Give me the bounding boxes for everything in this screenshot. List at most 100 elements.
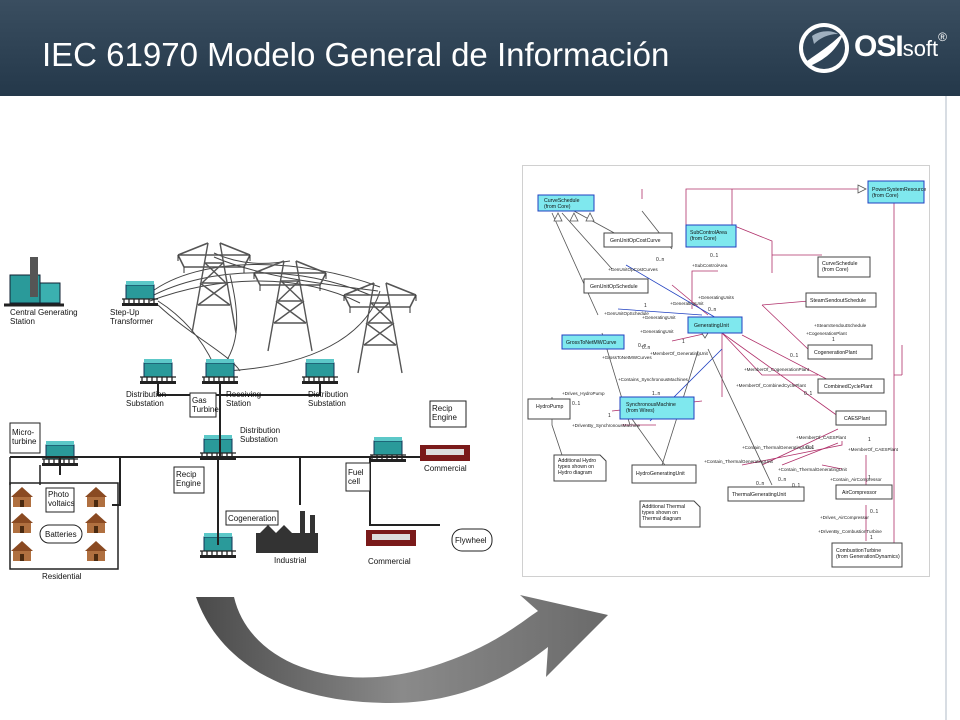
- mult-2: 0..n: [656, 257, 665, 263]
- header-bar: IEC 61970 Modelo General de Información …: [0, 0, 960, 96]
- role-gen-unit-op-schedule: +GenUnitOpSchedule: [604, 311, 649, 316]
- role-steam-sendout-schedule: +SteamSendoutSchedule: [814, 323, 867, 328]
- mult-13: 1: [868, 437, 871, 443]
- role-sub-control-area: +SubControlArea: [692, 263, 728, 268]
- mult-14: 0..n: [756, 481, 765, 487]
- commercial-building-bottom-icon: [366, 530, 416, 546]
- role-contain-thermal-a: +Contain_ThermalGeneratingUnits: [742, 445, 814, 450]
- role-cogeneration-plant: +CogenerationPlant: [806, 331, 847, 336]
- page-title: IEC 61970 Modelo General de Información: [42, 36, 670, 73]
- label-batteries: Batteries: [45, 530, 77, 539]
- class-gross-to-net: GrossToNetMWCurve: [566, 340, 617, 346]
- role-member-of-cogeneration: +MemberOf_CogenerationPlant: [744, 367, 810, 372]
- commercial-building-icon: [420, 445, 470, 461]
- industrial-plant-icon: [256, 511, 318, 553]
- role-generating-unit-c: +GeneratingUnit: [640, 329, 674, 334]
- role-driven-by-ct: +DrivenBy_CombustionTurbine: [818, 529, 882, 534]
- mult-1: 0..1: [710, 253, 719, 259]
- class-steam-sendout: SteamSendoutSchedule: [810, 298, 866, 304]
- mult-5: 0..n: [638, 343, 647, 349]
- class-caes-plant: CAESPlant: [844, 416, 871, 422]
- role-contain-thermal-c: +Contain_ThermalGeneratingUnit: [778, 467, 848, 472]
- mult-19: 0..n: [778, 477, 787, 483]
- osisoft-logo: OSIsoft®: [798, 18, 948, 78]
- mult-9: 0..1: [572, 401, 581, 407]
- class-hydro-gen: HydroGeneratingUnit: [636, 471, 685, 477]
- mult-6: 1: [682, 339, 685, 345]
- class-combustion-turbine: CombustionTurbine(from GenerationDynamic…: [836, 548, 900, 560]
- label-micro-turbine: Micro-turbine: [12, 428, 37, 446]
- role-gen-unit-op-cost-curves: +GenUnitOpCostCurves: [608, 267, 658, 272]
- role-drives-hydro-pump: +Drives_HydroPump: [562, 391, 605, 396]
- label-industrial: Industrial: [274, 556, 307, 565]
- class-gen-unit-op-cost-curve: GenUnitOpCostCurve: [610, 238, 661, 244]
- class-curve-schedule-core: CurveSchedule(from Core): [822, 261, 858, 273]
- role-driven-by-sync: +DrivenBy_SynchronousMachine: [572, 423, 640, 428]
- role-member-of-caes-b: +MemberOf_CAESPlant: [848, 447, 899, 452]
- mult-3: 0..n: [708, 307, 717, 313]
- label-commercial-top: Commercial: [424, 464, 467, 473]
- mult-8: 1..n: [652, 391, 661, 397]
- role-contain-air: +Contain_AirCompressor: [830, 477, 882, 482]
- class-sub-control-area: SubControlArea(from Core): [690, 230, 727, 242]
- osisoft-wordmark: OSIsoft®: [854, 30, 947, 63]
- curved-arrow-icon: [196, 595, 608, 703]
- mult-10: 1: [608, 413, 611, 419]
- uml-class-diagram: CurveSchedule(from Core) PowerSystemReso…: [522, 165, 930, 577]
- class-hydro-pump: HydroPump: [536, 404, 564, 410]
- slide-edge-divider: [945, 96, 947, 720]
- class-generating-unit: GeneratingUnit: [694, 323, 729, 329]
- class-synchronous-machine: SynchronousMachine(from Wires): [626, 402, 676, 414]
- role-member-of-caes: +MemberOf_CAESPlant: [796, 435, 847, 440]
- label-residential: Residential: [42, 572, 82, 581]
- label-flywheel: Flywheel: [455, 536, 487, 545]
- class-cogeneration-plant: CogenerationPlant: [814, 350, 858, 356]
- mult-12: 1: [832, 337, 835, 343]
- class-combined-cycle: CombinedCyclePlant: [824, 384, 873, 390]
- uml-boxes: CurveSchedule(from Core) PowerSystemReso…: [527, 180, 926, 568]
- mult-7: 0..1: [790, 353, 799, 359]
- role-member-of-generating-unit: +MemberOf_GeneratingUnit: [650, 351, 709, 356]
- role-gross-to-net-curves: +GrossToNetMWCurves: [602, 355, 652, 360]
- role-contain-thermal-b: +Contain_ThermalGeneratingUnit: [704, 459, 774, 464]
- role-generating-unit-a: +GeneratingUnit: [670, 301, 704, 306]
- mult-11: 0..1: [804, 391, 813, 397]
- class-curve-schedule: CurveSchedule(from Core): [544, 198, 580, 210]
- class-gen-unit-op-schedule: GenUnitOpSchedule: [590, 284, 638, 290]
- mult-18: 1: [868, 475, 871, 481]
- mult-16: 1: [870, 535, 873, 541]
- role-generating-unit-b: +GeneratingUnit: [642, 315, 676, 320]
- uml-role-labels: +GenUnitOpCostCurves +SubControlArea +Ge…: [562, 263, 899, 534]
- role-member-of-combined: +MemberOf_CombinedCyclePlant: [736, 383, 807, 388]
- osisoft-swirl-icon: [799, 23, 849, 73]
- mult-4: 1: [644, 303, 647, 309]
- role-generating-units-a: +GeneratingUnits: [698, 295, 735, 300]
- mult-17: 0..1: [806, 445, 815, 451]
- uml-multiplicities: 0..1 0..n 0..n 1 0..n 1 0..1 1..n 0..1 1…: [572, 253, 879, 541]
- class-thermal-gen: ThermalGeneratingUnit: [732, 492, 786, 498]
- central-station-icon: [4, 257, 64, 307]
- mult-15: 0..1: [870, 509, 879, 515]
- mult-20: 0..n: [642, 345, 651, 351]
- residential-area-frame: [9, 482, 119, 570]
- class-air-compressor: AirCompressor: [842, 490, 877, 496]
- label-cogeneration: Cogeneration: [228, 514, 276, 523]
- role-contains-sync: +Contains_SynchronousMachines: [618, 377, 689, 382]
- role-drives-air: +Drives_AirCompressor: [820, 515, 869, 520]
- class-power-system-resource: PowerSystemResource(from Core): [872, 187, 926, 199]
- mult-21: 0..1: [792, 483, 801, 489]
